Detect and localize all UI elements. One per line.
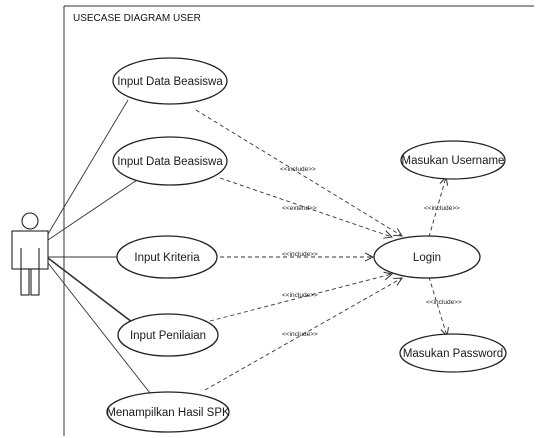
user-actor [11,212,49,296]
actor-leg-left [20,268,30,296]
use-case-masukan-username: Masukan Username [400,140,506,180]
use-case-input-penilaian: Input Penilaian [117,313,219,357]
relation-label: <<extend>> [282,205,317,212]
use-case-label: Input Data Beasiswa [117,76,223,88]
actor-body [11,230,49,270]
use-case-input-kriteria: Input Kriteria [116,235,218,279]
association-input-data-beasiswa-2 [47,177,141,241]
dependency-login-masukan-username [428,177,446,238]
relation-label: <<include>> [424,205,460,212]
relation-label: <<include>> [282,251,318,258]
use-case-input-data-beasiswa-1: Input Data Beasiswa [112,57,228,105]
use-case-label: Masukan Username [402,155,505,167]
use-case-label: Masukan Password [403,348,503,360]
association-input-penilaian [47,257,133,323]
use-case-label: Input Penilaian [130,330,206,342]
dependency-input-data-beasiswa-1-login [195,109,402,236]
actor-leg-right [30,268,40,296]
association-input-data-beasiswa-1 [47,99,129,235]
use-case-label: Login [413,252,441,264]
diagram-title: USECASE DIAGRAM USER [73,13,201,24]
use-case-masukan-password: Masukan Password [399,333,507,373]
relation-label: <<include>> [282,331,318,338]
use-case-input-data-beasiswa-2: Input Data Beasiswa [112,136,228,186]
use-case-menampilkan-hasil-spk: Menampilkan Hasil SPK [106,391,230,433]
relation-label: <<include>> [280,166,316,173]
dependency-input-penilaian-login [209,274,392,322]
dependency-menampilkan-hasil-spk-login [204,278,402,391]
use-case-label: Menampilkan Hasil SPK [106,407,230,419]
dependency-input-data-beasiswa-2-login [219,177,392,237]
dependency-login-masukan-password [428,276,447,336]
use-case-label: Input Data Beasiswa [117,156,223,168]
use-case-label: Input Kriteria [134,252,200,264]
use-case-login: Login [373,235,481,279]
association-menampilkan-hasil-spk [47,262,151,394]
actor-head [21,212,39,230]
relation-label: <<include>> [282,292,318,299]
relation-label: <<include>> [426,299,462,306]
